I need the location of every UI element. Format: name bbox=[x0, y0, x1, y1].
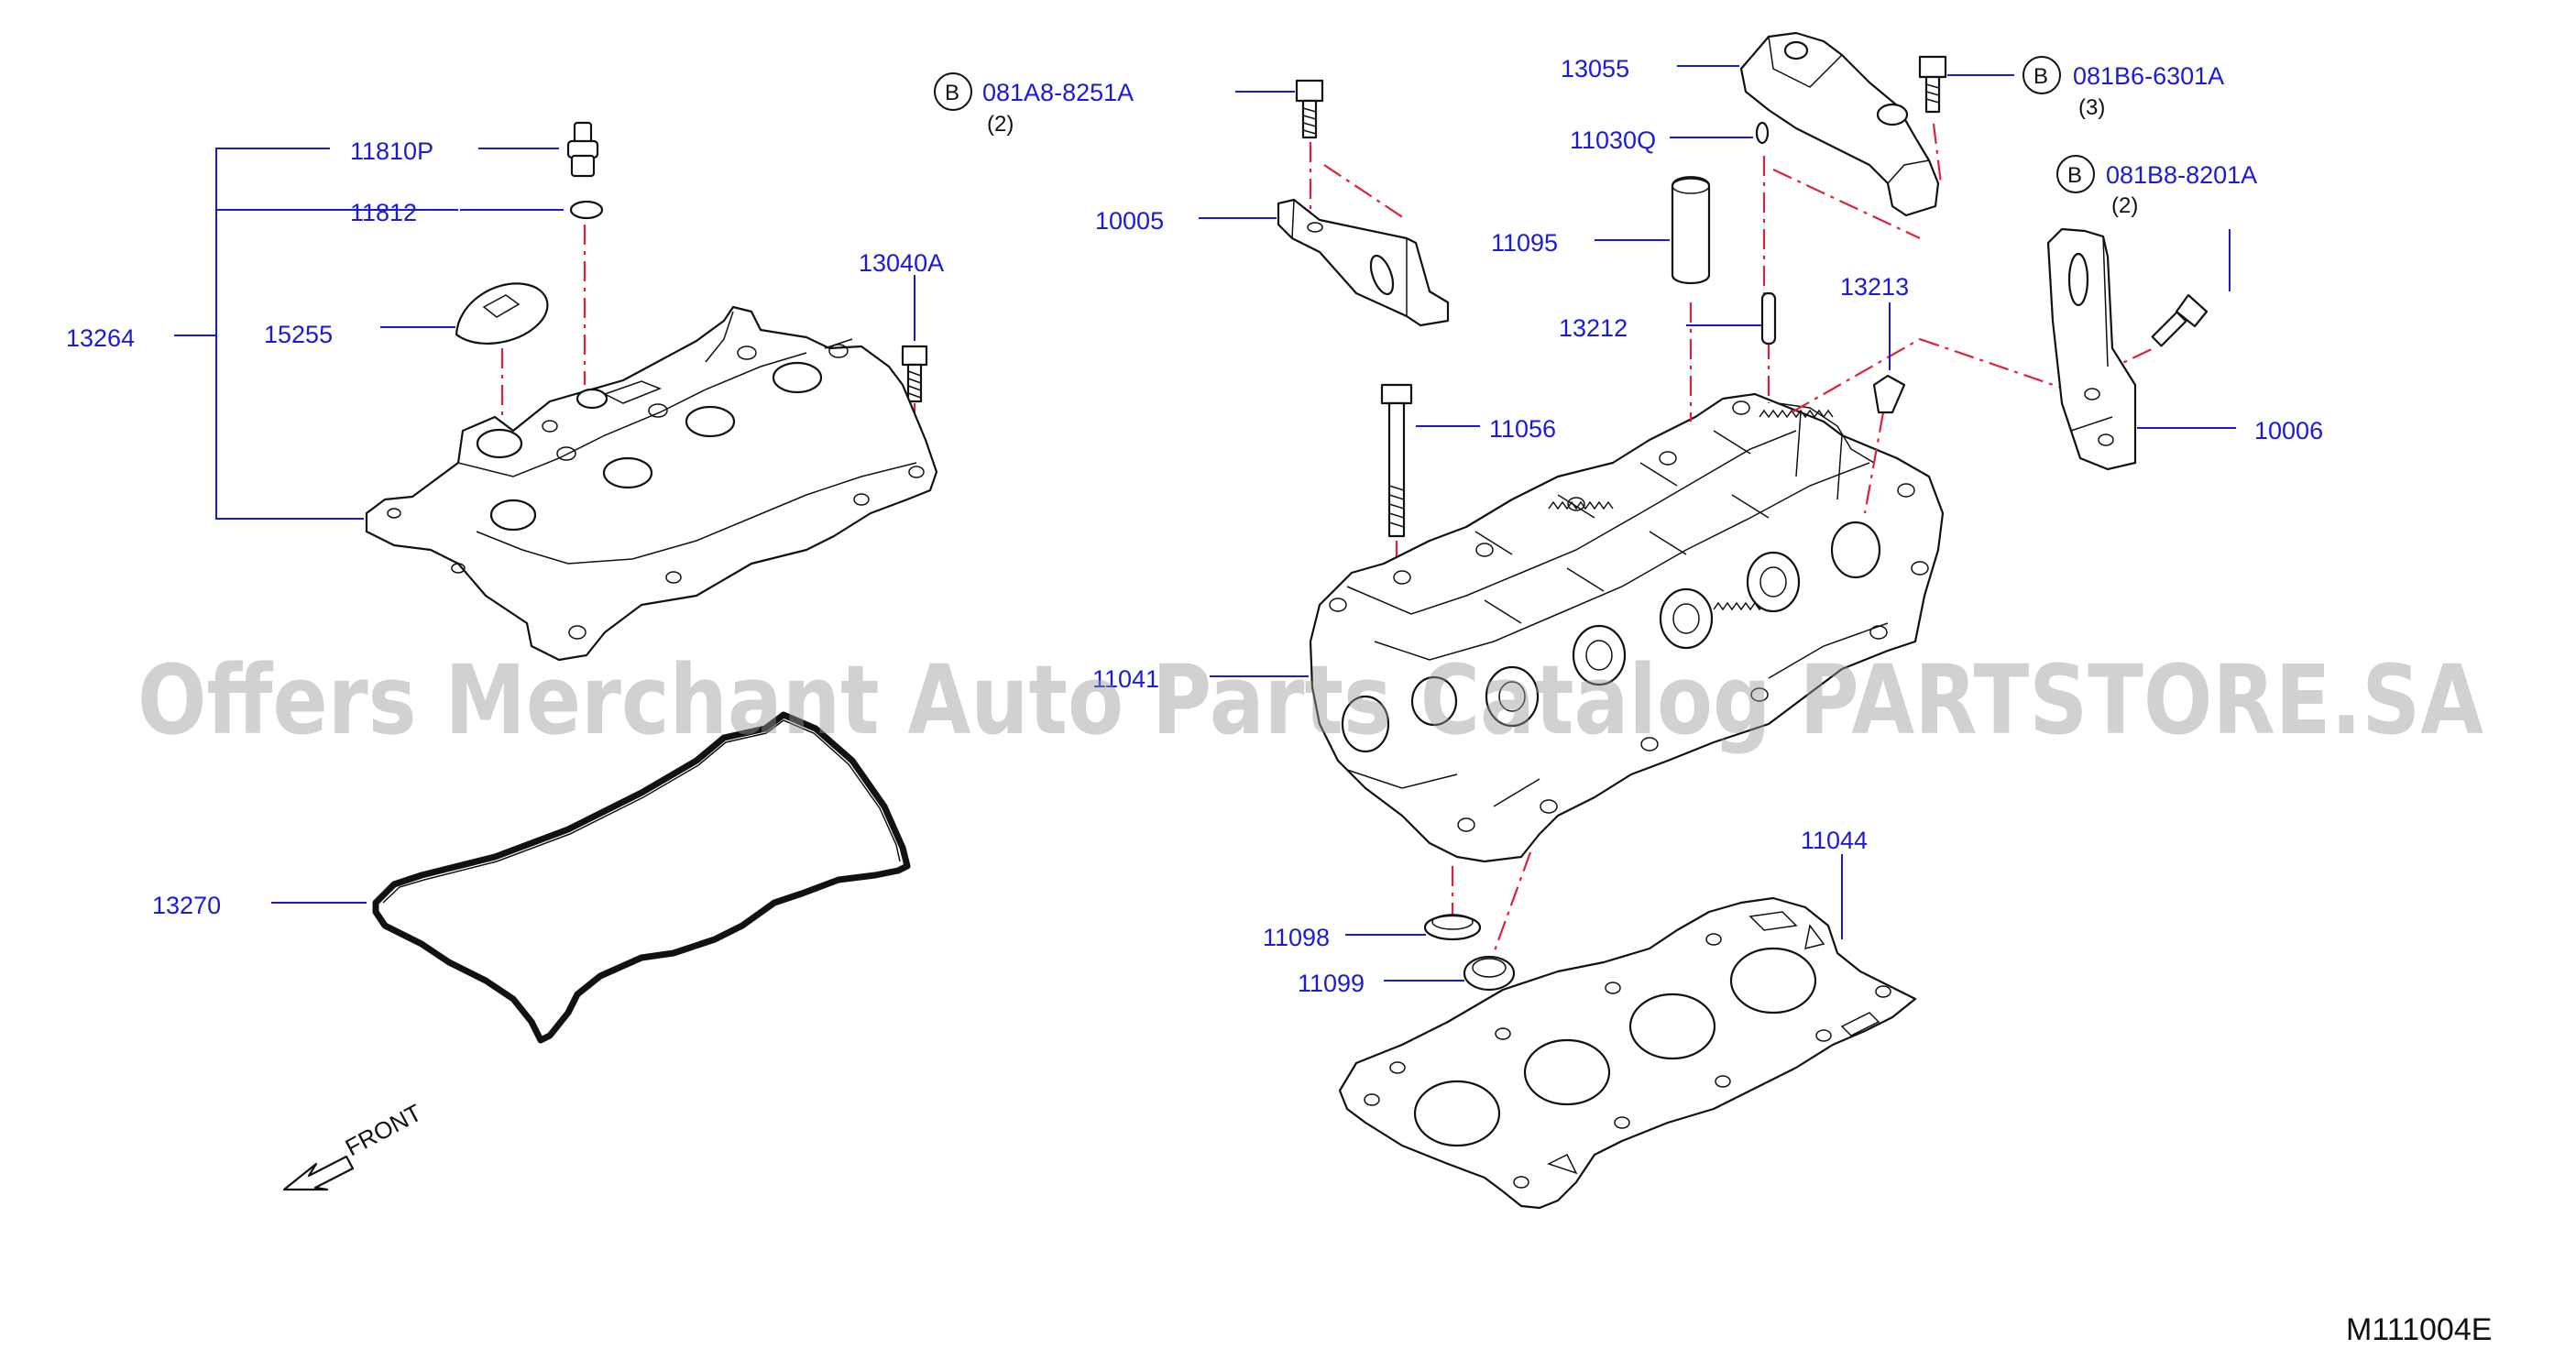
bolt-callout-081b8[interactable]: B 081B8-8201A (2) bbox=[2056, 155, 2257, 218]
bolt-qty: (3) bbox=[2078, 95, 2105, 120]
callout-11098[interactable]: 11098 bbox=[1263, 924, 1330, 951]
rocker-cover-gasket-part bbox=[372, 711, 911, 1044]
callout-13212[interactable]: 13212 bbox=[1559, 314, 1628, 342]
watermark-text: Offers Merchant Auto Parts Catalog PARTS… bbox=[137, 644, 2483, 756]
callout-15255[interactable]: 15255 bbox=[264, 321, 333, 348]
bracket-10005-part bbox=[1277, 198, 1450, 327]
dowel-13213-part bbox=[1872, 374, 1906, 414]
front-arrow-icon bbox=[282, 1155, 355, 1191]
seal-11098-part bbox=[1423, 914, 1482, 941]
seal-11099-part bbox=[1463, 955, 1516, 992]
callout-13264[interactable]: 13264 bbox=[66, 324, 135, 352]
callout-11099[interactable]: 11099 bbox=[1298, 970, 1365, 997]
callout-13270[interactable]: 13270 bbox=[152, 892, 221, 919]
bolt-081b8-part bbox=[2151, 293, 2209, 347]
bracket-10006-part bbox=[2046, 227, 2137, 471]
bolt-qty: (2) bbox=[987, 112, 1014, 137]
timing-cover-13055-part bbox=[1739, 31, 1940, 217]
align-line-10006a bbox=[1919, 337, 2067, 391]
leader-13264-bracket bbox=[174, 148, 458, 520]
plug-11095-part bbox=[1671, 176, 1711, 285]
diagram-id: M111004E bbox=[2346, 1312, 2492, 1347]
bolt-callout-081b6[interactable]: B 081B6-6301A (3) bbox=[2022, 56, 2224, 120]
bolt-081a8-part bbox=[1295, 79, 1324, 139]
b-marker-icon bbox=[2056, 155, 2095, 193]
pin-11030q-part bbox=[1755, 121, 1770, 145]
callout-13040a[interactable]: 13040A bbox=[859, 249, 944, 277]
callout-11095[interactable]: 11095 bbox=[1491, 229, 1558, 257]
callout-10005[interactable]: 10005 bbox=[1095, 207, 1164, 235]
align-line-081b6 bbox=[1932, 123, 1943, 184]
bolt-part-number: 081B6-6301A bbox=[2073, 62, 2224, 90]
oil-filler-cap-part bbox=[455, 282, 549, 345]
callout-11810p[interactable]: 11810P bbox=[350, 137, 433, 165]
align-line-13055b bbox=[1772, 169, 1921, 239]
b-marker-text: B bbox=[2067, 163, 2082, 188]
bolt-part-number: 081A8-8251A bbox=[982, 79, 1134, 106]
b-marker-text: B bbox=[945, 81, 959, 105]
head-bolt-part bbox=[1380, 383, 1413, 538]
callout-11041[interactable]: 11041 bbox=[1092, 665, 1159, 693]
callout-11812[interactable]: 11812 bbox=[350, 199, 417, 226]
align-line-11099 bbox=[1492, 851, 1532, 954]
b-marker-icon bbox=[2022, 56, 2061, 94]
callout-11030q[interactable]: 11030Q bbox=[1570, 126, 1656, 154]
front-label: FRONT bbox=[341, 1099, 426, 1162]
grommet-part bbox=[569, 200, 604, 220]
bolt-081b6-part bbox=[1918, 55, 1947, 114]
align-line-10005b bbox=[1323, 164, 1408, 221]
cylinder-head-part bbox=[1309, 392, 1945, 863]
stud-bolt-13040a-part bbox=[901, 345, 928, 403]
dowel-13212-part bbox=[1760, 291, 1777, 345]
head-gasket-part bbox=[1338, 896, 1917, 1210]
pcv-valve-part bbox=[566, 121, 599, 178]
b-marker-icon bbox=[934, 72, 972, 111]
rocker-cover-part bbox=[365, 305, 938, 662]
callout-11044[interactable]: 11044 bbox=[1801, 827, 1868, 854]
b-marker-text: B bbox=[2033, 64, 2048, 89]
callout-11056[interactable]: 11056 bbox=[1489, 415, 1556, 443]
align-line-13213 bbox=[1863, 411, 1885, 514]
bolt-part-number: 081B8-8201A bbox=[2106, 161, 2257, 189]
callout-13213[interactable]: 13213 bbox=[1840, 273, 1909, 301]
bolt-callout-081a8[interactable]: B 081A8-8251A (2) bbox=[934, 72, 1134, 137]
callout-10006[interactable]: 10006 bbox=[2254, 417, 2323, 444]
bolt-qty: (2) bbox=[2111, 193, 2138, 218]
align-line-10006b bbox=[1791, 338, 1921, 413]
callout-13055[interactable]: 13055 bbox=[1561, 55, 1629, 82]
